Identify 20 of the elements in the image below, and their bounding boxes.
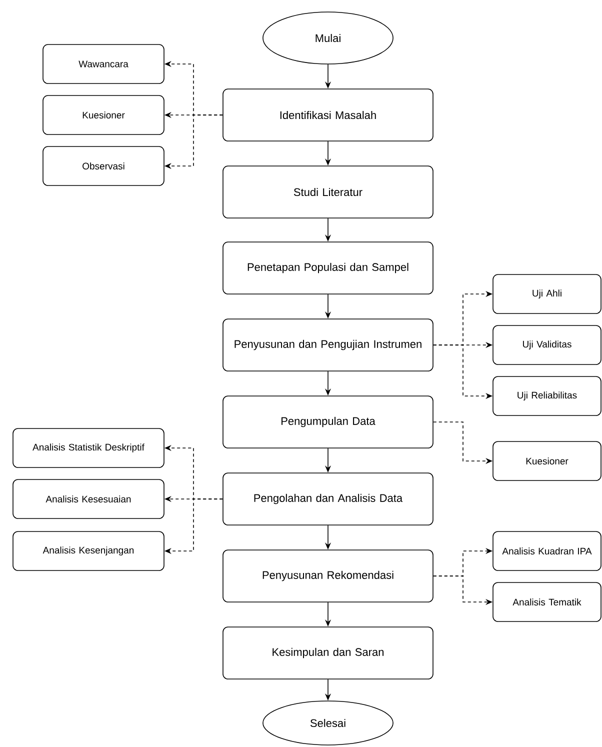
process-box: Pengumpulan Data [222, 396, 434, 448]
method-box: Kuesioner [492, 441, 602, 481]
method-box: Analisis Kesesuaian [12, 479, 164, 519]
method-box: Kuesioner [42, 95, 164, 135]
method-box: Uji Ahli [492, 274, 602, 314]
method-box: Observasi [42, 146, 164, 186]
process-box: Penyusunan Rekomendasi [222, 550, 434, 602]
method-box: Analisis Kesenjangan [12, 531, 164, 571]
method-box: Analisis Statistik Deskriptif [12, 428, 164, 468]
process-box: Pengolahan dan Analisis Data [222, 472, 434, 526]
method-box: Analisis Tematik [492, 582, 602, 622]
method-box: Uji Reliabilitas [492, 376, 602, 416]
method-box: Uji Validitas [492, 325, 602, 365]
process-box: Kesimpulan dan Saran [222, 626, 434, 680]
method-box: Wawancara [42, 44, 164, 84]
process-box: Penyusunan dan Pengujian Instrumen [222, 318, 434, 372]
method-box: Analisis Kuadran IPA [492, 531, 602, 571]
process-box: Studi Literatur [222, 166, 434, 218]
process-box: Identifikasi Masalah [222, 88, 434, 142]
process-box: Penetapan Populasi dan Sampel [222, 242, 434, 294]
